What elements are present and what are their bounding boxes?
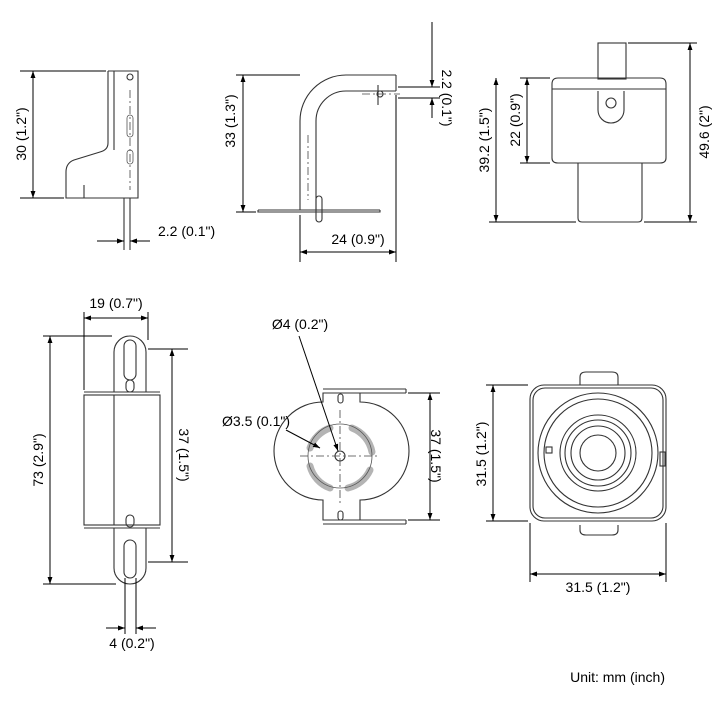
bracket-top-hole-large-label: Ø4 (0.2")	[272, 316, 328, 332]
hole-small-dimension: Ø3.5 (0.1")	[222, 413, 321, 449]
mid-height-dimension: 37 (1.5")	[148, 348, 192, 563]
bracket-front-top-width-label: 19 (0.7")	[89, 295, 142, 311]
width-dimension: 2.2 (0.1")	[97, 223, 215, 244]
side-bracket-height-label: 30 (1.2")	[13, 107, 29, 160]
body-dimension: 39.2 (1.5")	[476, 78, 576, 223]
width-dimension: 31.5 (1.2")	[529, 523, 667, 595]
camera-front-view: 31.5 (1.2") 31.5 (1.2")	[473, 371, 667, 595]
total-dimension: 49.6 (2")	[628, 42, 712, 223]
height-dimension: 37 (1.5")	[408, 392, 444, 521]
bracket-top-hole-small-label: Ø3.5 (0.1")	[222, 413, 290, 429]
depth-dimension: 24 (0.9")	[299, 95, 397, 262]
camera-front-height-label: 31.5 (1.2")	[473, 422, 489, 487]
camera-front-width-label: 31.5 (1.2")	[566, 579, 631, 595]
slot-dimension: 4 (0.2")	[106, 578, 156, 651]
bracket-front-total-height-label: 73 (2.9")	[30, 433, 46, 486]
top-dimension: 22 (0.9")	[507, 77, 550, 164]
height-dimension: 30 (1.2")	[13, 70, 106, 199]
side-bracket-width-label: 2.2 (0.1")	[158, 223, 215, 239]
camera-side-top-label: 22 (0.9")	[507, 93, 523, 146]
height-dimension: 31.5 (1.2")	[473, 384, 528, 522]
unit-note: Unit: mm (inch)	[570, 669, 665, 685]
height-dimension: 33 (1.3")	[222, 74, 300, 213]
top-offset-dimension: 2.2 (0.1")	[398, 22, 455, 127]
camera-side-total-label: 49.6 (2")	[696, 105, 712, 158]
bracket-top-height-label: 37 (1.5")	[428, 429, 444, 482]
total-height-dimension: 73 (2.9")	[30, 335, 116, 585]
l-bracket-top-offset-label: 2.2 (0.1")	[439, 69, 455, 126]
camera-side-body-label: 39.2 (1.5")	[476, 108, 492, 173]
bracket-front-view: 19 (0.7") 73 (2.9") 37 (1.5") 4 (0.2")	[30, 295, 192, 651]
top-width-dimension: 19 (0.7")	[83, 295, 149, 390]
bracket-front-mid-height-label: 37 (1.5")	[176, 428, 192, 481]
hole-large-dimension: Ø4 (0.2")	[272, 316, 339, 452]
bracket-front-slot-label: 4 (0.2")	[109, 635, 154, 651]
camera-side-view: 22 (0.9") 39.2 (1.5") 49.6 (2")	[476, 42, 712, 223]
bracket-top-view: Ø4 (0.2") Ø3.5 (0.1") 37 (1.5")	[222, 316, 444, 525]
l-bracket-view: 33 (1.3") 24 (0.9") 2.2 (0.1")	[222, 22, 455, 262]
l-bracket-depth-label: 24 (0.9")	[331, 231, 384, 247]
side-bracket-view: 30 (1.2") 2.2 (0.1")	[13, 70, 215, 250]
l-bracket-height-label: 33 (1.3")	[222, 94, 238, 147]
